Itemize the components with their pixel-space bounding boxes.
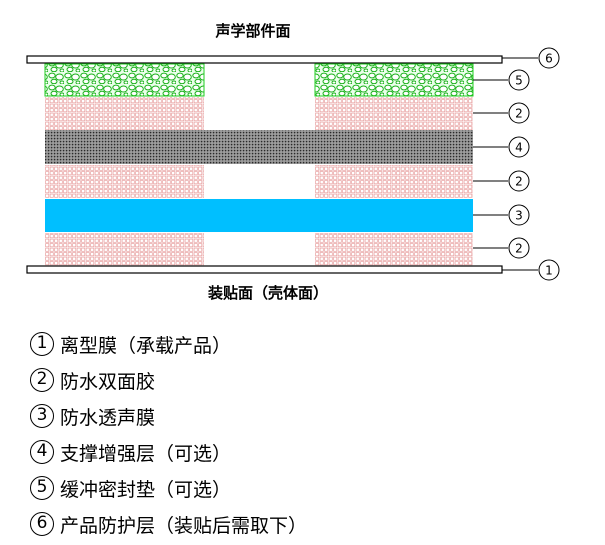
- layer-2-adhesive-lower-left: [45, 233, 204, 266]
- legend-item-4: 4 支撑增强层（可选）: [30, 434, 590, 470]
- legend-text: 离型膜（承载产品）: [60, 334, 232, 357]
- legend-number: 4: [30, 440, 54, 464]
- layer-1-release-liner: [26, 265, 503, 274]
- callout-4: 4: [473, 136, 530, 158]
- svg-text:4: 4: [515, 141, 523, 155]
- layer-2-adhesive-upper-right: [315, 97, 473, 130]
- legend-item-6: 6 产品防护层（装贴后需取下）: [30, 506, 590, 542]
- legend-item-5: 5 缓冲密封垫（可选）: [30, 470, 590, 506]
- svg-text:5: 5: [515, 74, 523, 88]
- layer-stack-diagram: 声学部件面 装贴面（壳体面） 6 5 2 4 2: [26, 22, 560, 302]
- svg-text:3: 3: [515, 209, 523, 223]
- layer-2-adhesive-upper-left: [45, 97, 204, 130]
- svg-text:1: 1: [545, 264, 553, 278]
- callout-2-middle: 2: [473, 170, 530, 192]
- svg-text:2: 2: [515, 242, 523, 256]
- legend-number: 5: [30, 476, 54, 500]
- callout-6: 6: [502, 47, 560, 69]
- layer-2-adhesive-middle-right: [315, 165, 473, 198]
- svg-text:2: 2: [515, 175, 523, 189]
- svg-text:2: 2: [515, 107, 523, 121]
- legend-number: 6: [30, 512, 54, 536]
- layer-5-foam-right: [314, 63, 474, 97]
- legend-text: 防水透声膜: [60, 406, 156, 429]
- layer-2-adhesive-middle-left: [45, 165, 204, 198]
- layer-5-foam-left: [44, 63, 205, 97]
- layer-6-protective-film: [26, 55, 503, 64]
- callout-3: 3: [473, 204, 530, 226]
- callout-1: 1: [502, 259, 560, 281]
- callout-2-lower: 2: [473, 237, 530, 259]
- legend-text: 缓冲密封垫（可选）: [60, 478, 232, 501]
- legend-text: 支撑增强层（可选）: [60, 442, 232, 465]
- bottom-surface-label: 装贴面（壳体面）: [207, 284, 328, 302]
- top-surface-label: 声学部件面: [214, 22, 290, 40]
- layer-4-support: [45, 130, 473, 164]
- callout-2-upper: 2: [473, 102, 530, 124]
- layer-2-adhesive-lower-right: [315, 233, 473, 266]
- legend-item-1: 1 离型膜（承载产品）: [30, 326, 590, 362]
- legend-number: 3: [30, 404, 54, 428]
- legend-item-2: 2 防水双面胶: [30, 362, 590, 398]
- legend-number: 1: [30, 332, 54, 356]
- svg-text:6: 6: [545, 52, 553, 66]
- legend-item-3: 3 防水透声膜: [30, 398, 590, 434]
- legend-text: 防水双面胶: [60, 370, 156, 393]
- callout-5: 5: [473, 69, 530, 91]
- legend: 1 离型膜（承载产品） 2 防水双面胶 3 防水透声膜 4 支撑增强层（可选） …: [30, 326, 590, 542]
- layer-3-acoustic-membrane: [45, 199, 473, 232]
- legend-number: 2: [30, 368, 54, 392]
- legend-text: 产品防护层（装贴后需取下）: [60, 514, 308, 537]
